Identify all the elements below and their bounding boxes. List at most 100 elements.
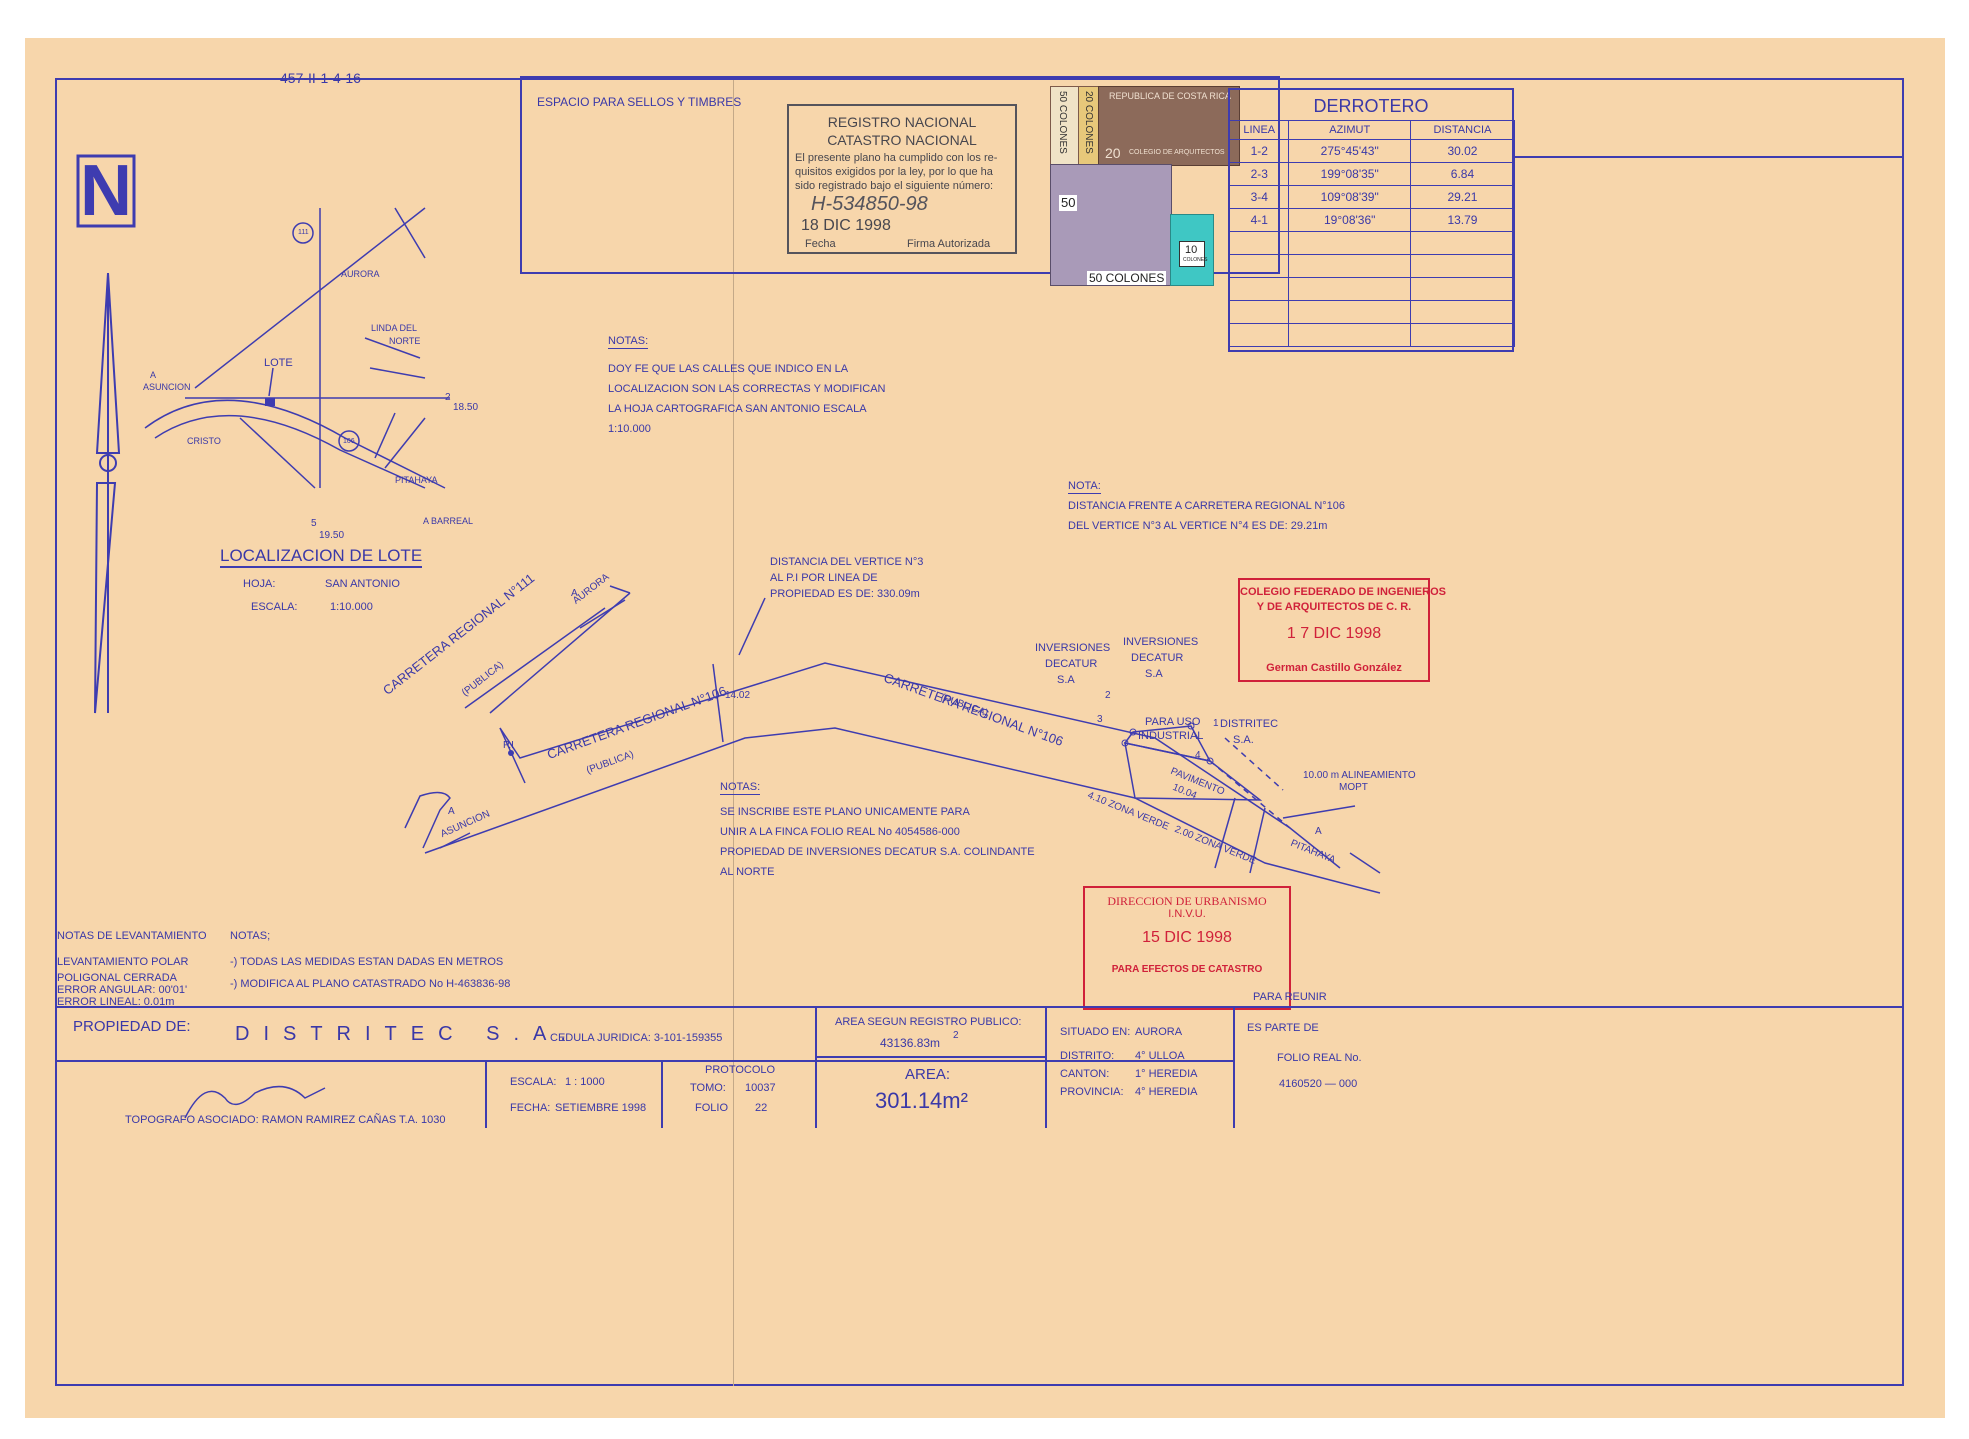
title-block: PROPIEDAD DE: DISTRITEC S.A. CEDULA JURI… <box>55 1006 1904 1128</box>
canton-value: 1° HEREDIA <box>1135 1068 1198 1080</box>
vertex3-label: 3 <box>1097 714 1103 725</box>
situado-label: SITUADO EN: <box>1060 1026 1131 1038</box>
urbanismo-stamp: DIRECCION DE URBANISMO I.N.V.U. 15 DIC 1… <box>1083 886 1291 1010</box>
notas4-line2: -) MODIFICA AL PLANO CATASTRADO No H-463… <box>230 978 511 990</box>
distancia-line1: DISTANCIA DEL VERTICE N°3 <box>770 556 924 568</box>
tomo-label: TOMO: <box>690 1082 726 1094</box>
derrotero-title: DERROTERO <box>1313 96 1429 116</box>
map-label-norte: NORTE <box>389 336 421 346</box>
stamp-space-label: ESPACIO PARA SELLOS Y TIMBRES <box>537 95 742 109</box>
inversiones2-line1: INVERSIONES <box>1123 636 1199 648</box>
fecha-label: FECHA: <box>510 1102 551 1114</box>
colegio-line2: Y DE ARQUITECTOS DE C. R. <box>1256 601 1412 613</box>
levantamiento-line3: ERROR ANGULAR: 00'01' <box>57 984 188 996</box>
propiedad-label: PROPIEDAD DE: <box>73 1018 191 1035</box>
owner-name: DISTRITEC S.A. <box>235 1023 580 1045</box>
colegio-name: German Castillo González <box>1266 662 1402 674</box>
map-label-cristo: CRISTO <box>187 436 221 446</box>
notas1-line1: DOY FE QUE LAS CALLES QUE INDICO EN LA <box>608 363 849 375</box>
pitahaya-arrow-a: A <box>1315 826 1322 837</box>
tomo-value: 10037 <box>745 1082 776 1094</box>
map-label-route106: 106 <box>343 438 355 445</box>
folio-real-value: 4160520 — 000 <box>1279 1078 1358 1090</box>
registro-body1: El presente plano ha cumplido con los re… <box>795 152 998 164</box>
location-escala-value: 1:10.000 <box>330 601 373 613</box>
registro-title1: REGISTRO NACIONAL <box>827 114 977 130</box>
distrito-label: DISTRITO: <box>1060 1050 1115 1062</box>
levantamiento-title: NOTAS DE LEVANTAMIENTO <box>57 930 207 942</box>
urbanismo-line1: DIRECCION DE URBANISMO <box>1107 894 1267 908</box>
svg-text:N: N <box>80 151 132 231</box>
notas1-title: NOTAS: <box>608 335 649 350</box>
provincia-label: PROVINCIA: <box>1060 1086 1124 1098</box>
distancia-line3: PROPIEDAD ES DE: 330.09m <box>770 588 920 600</box>
alineamiento-line2: MOPT <box>1339 782 1368 793</box>
cedula-label: CEDULA JURIDICA: 3-101-159355 <box>550 1032 723 1044</box>
pi-label: P.I <box>503 740 514 751</box>
map-label-pitahaya: PITAHAYA <box>395 475 438 485</box>
location-title: LOCALIZACION DE LOTE <box>220 546 423 569</box>
notas3-line1: SE INSCRIBE ESTE PLANO UNICAMENTE PARA <box>720 806 970 818</box>
derrotero-header-distancia: DISTANCIA <box>1409 120 1516 140</box>
inversiones1-line1: INVERSIONES <box>1035 642 1111 654</box>
map-label-asuncion: ASUNCION <box>143 382 191 392</box>
levantamiento-line4: ERROR LINEAL: 0.01m <box>57 996 175 1008</box>
levantamiento-line2: POLIGONAL CERRADA <box>57 972 178 984</box>
notas3-line3: PROPIEDAD DE INVERSIONES DECATUR S.A. CO… <box>720 846 1035 858</box>
distancia-line2: AL P.I POR LINEA DE <box>770 572 878 584</box>
timbre-costa-rica: REPUBLICA DE COSTA RICA COLEGIO DE ARQUI… <box>1098 86 1240 166</box>
map-label-lote: LOTE <box>264 357 293 369</box>
inversiones1-line3: S.A <box>1057 674 1075 686</box>
registro-fecha-label: Fecha <box>805 238 836 250</box>
notas3-line2: UNIR A LA FINCA FOLIO REAL No 4054586-00… <box>720 826 960 838</box>
map-label-barreal: A BARREAL <box>423 516 474 526</box>
inversiones2-line2: DECATUR <box>1131 652 1184 664</box>
inversiones1-line2: DECATUR <box>1045 658 1098 670</box>
escala-label: ESCALA: <box>510 1076 557 1088</box>
location-escala-label: ESCALA: <box>251 601 298 613</box>
nota2-line1: DISTANCIA FRENTE A CARRETERA REGIONAL N°… <box>1068 500 1346 512</box>
fecha-value: SETIEMBRE 1998 <box>555 1102 647 1114</box>
urbanismo-line2: I.N.V.U. <box>1168 908 1206 920</box>
map-label-n2: 2 <box>445 392 451 403</box>
area-registro-sup: 2 <box>953 1030 959 1041</box>
notas1-line3: LA HOJA CARTOGRAFICA SAN ANTONIO ESCALA <box>608 403 867 415</box>
map-label-linda: LINDA DEL <box>371 323 418 333</box>
situado-value: AURORA <box>1135 1026 1183 1038</box>
canton-label: CANTON: <box>1060 1068 1110 1080</box>
map-label-1850: 18.50 <box>453 402 479 413</box>
timbres-block: 50 COLONES 20 COLONES REPUBLICA DE COSTA… <box>1050 86 1240 286</box>
notas3-title: NOTAS: <box>720 781 761 796</box>
urbanismo-date: 15 DIC 1998 <box>1142 929 1232 946</box>
urbanismo-line3: PARA EFECTOS DE CATASTRO <box>1111 964 1263 975</box>
registro-number: H-534850-98 <box>811 193 928 215</box>
plan-sheet: 457-II-1-4-16 N ESPACIO PARA SELLOS Y TI… <box>25 38 1945 1418</box>
alineamiento-line1: 10.00 m ALINEAMIENTO <box>1303 770 1416 781</box>
provincia-value: 4° HEREDIA <box>1135 1086 1198 1098</box>
registro-nacional-stamp: REGISTRO NACIONAL CATASTRO NACIONAL El p… <box>787 104 1017 254</box>
uso-line1: PARA USO <box>1145 716 1201 728</box>
map-label-n5: 5 <box>311 518 317 529</box>
registro-title2: CATASTRO NACIONAL <box>827 132 977 148</box>
notas3-line4: AL NORTE <box>720 866 775 878</box>
site-plan-drawing <box>404 585 1381 894</box>
map-label-a: A <box>150 370 157 380</box>
location-hoja-label: HOJA: <box>243 578 276 590</box>
drawing-frame <box>55 78 1904 1386</box>
map-label-1950: 19.50 <box>319 530 345 541</box>
derrotero-header-azimut: AZIMUT <box>1288 120 1411 140</box>
notas4-line1: -) TODAS LAS MEDIDAS ESTAN DADAS EN METR… <box>230 956 504 968</box>
timbre-10: 10 COLONES <box>1170 214 1214 286</box>
location-map <box>144 207 450 489</box>
colegio-stamp: COLEGIO FEDERADO DE INGENIEROS Y DE ARQU… <box>1238 578 1446 682</box>
area-registro-value: 43136.83m <box>880 1036 941 1050</box>
distritec-sa-label: S.A. <box>1233 734 1254 746</box>
vertex1-label: 1 <box>1213 718 1219 729</box>
surveyor-signature <box>184 1085 326 1119</box>
es-parte-label: ES PARTE DE <box>1247 1022 1319 1034</box>
uso-line2: INDUSTRIAL <box>1138 730 1204 742</box>
